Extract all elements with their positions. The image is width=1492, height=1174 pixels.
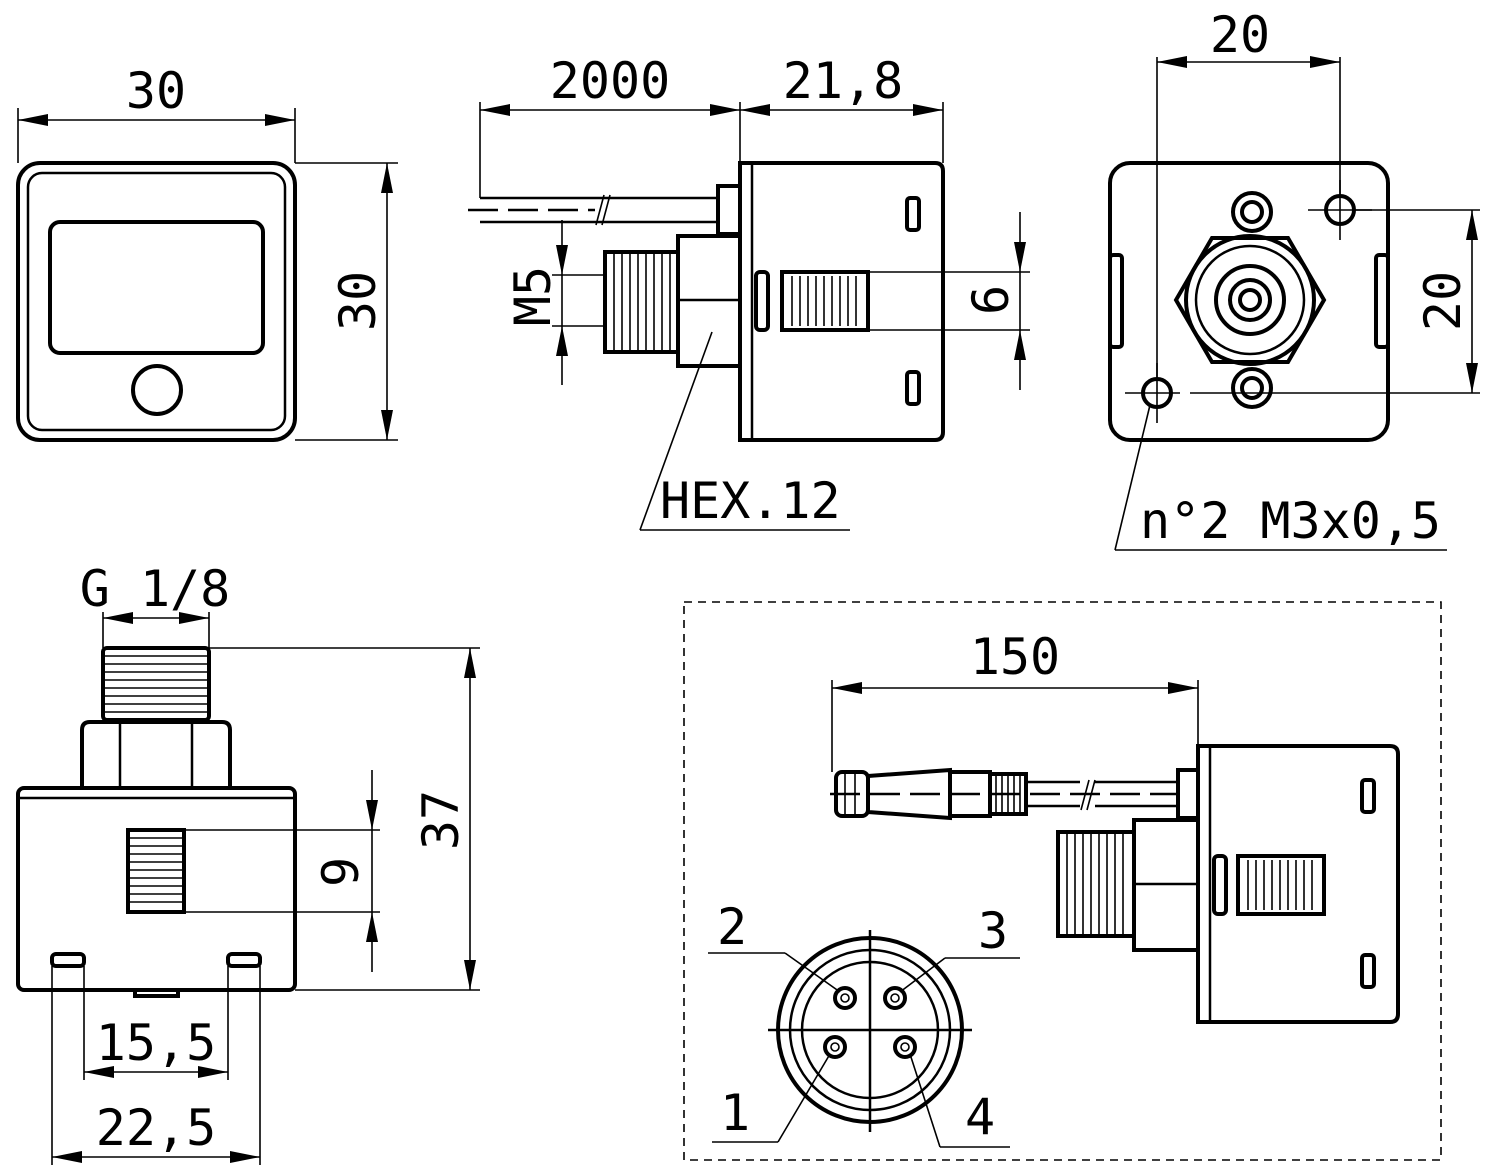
side-body xyxy=(738,161,945,442)
cable-variant-view: 150 2 3 1 4 xyxy=(683,601,1442,1161)
display-window xyxy=(48,220,265,355)
dim-feet-outer: 22,5 xyxy=(96,1099,216,1157)
dim-body-depth: 21,8 xyxy=(783,52,903,110)
pin-2-label: 2 xyxy=(717,898,747,956)
front-view: 30 30 xyxy=(16,62,398,442)
back-view: 20 20 n°2 M3x0,5 xyxy=(1108,6,1480,551)
front-bezel xyxy=(26,171,287,432)
label-m3-holes: n°2 M3x0,5 xyxy=(1140,492,1441,550)
dim-hole-spacing-y: 20 xyxy=(1414,271,1472,331)
dim-thread-m5: M5 xyxy=(504,266,562,326)
variant-frame xyxy=(683,601,1442,1161)
dim-front-width: 30 xyxy=(126,62,186,120)
dim-feet-inner: 15,5 xyxy=(96,1014,216,1072)
dim-cable-variant-length: 150 xyxy=(970,628,1060,686)
button-circle xyxy=(131,364,183,416)
dim-front-height: 30 xyxy=(329,271,387,331)
pin-3-label: 3 xyxy=(978,902,1008,960)
dim-window-height: 6 xyxy=(962,285,1020,315)
dim-slot-height: 9 xyxy=(312,857,370,887)
pin-1-label: 1 xyxy=(720,1084,750,1142)
dim-cable-length: 2000 xyxy=(550,52,670,110)
bottom-view: G 1/8 37 9 15,5 22,5 xyxy=(16,560,480,1165)
label-hex: HEX.12 xyxy=(660,472,841,530)
dim-total-height: 37 xyxy=(412,790,470,850)
bottom-body xyxy=(16,786,297,992)
front-body xyxy=(16,161,297,442)
pin-4-label: 4 xyxy=(965,1088,995,1146)
dim-thread-g: G 1/8 xyxy=(80,560,231,618)
side-view: 2000 21,8 M5 6 HEX.12 xyxy=(468,52,1030,531)
dim-hole-spacing-x: 20 xyxy=(1210,6,1270,64)
